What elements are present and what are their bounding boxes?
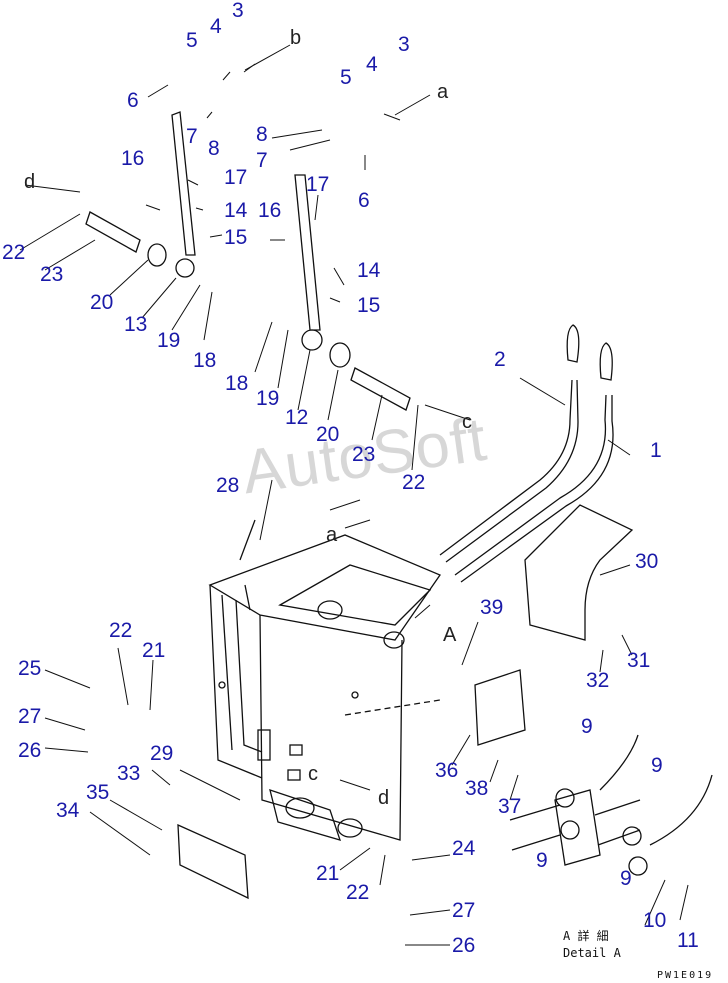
reference-letter-a: a [437, 81, 449, 103]
callout-25: 25 [18, 657, 42, 680]
callout-21: 21 [142, 639, 166, 662]
callout-18: 18 [193, 349, 217, 372]
reference-letter-b: b [290, 27, 302, 49]
callout-19: 19 [256, 387, 280, 410]
callout-4: 4 [210, 15, 222, 38]
callout-13: 13 [124, 313, 148, 336]
callout-6: 6 [127, 89, 139, 112]
callout-2: 2 [494, 348, 506, 371]
callout-6: 6 [358, 189, 370, 212]
callout-22: 22 [109, 619, 133, 642]
callout-17: 17 [306, 173, 330, 196]
drawing-code: PW1E019 [657, 970, 714, 981]
callout-34: 34 [56, 799, 80, 822]
callout-10: 10 [643, 909, 667, 932]
callout-5: 5 [340, 66, 352, 89]
reference-letter-d: d [24, 171, 36, 193]
callout-15: 15 [357, 294, 381, 317]
plate-36 [474, 669, 526, 746]
callout-23: 23 [40, 263, 64, 286]
callout-9: 9 [581, 715, 593, 738]
callout-30: 30 [635, 550, 659, 573]
callout-4: 4 [366, 53, 378, 76]
callout-12: 12 [285, 406, 309, 429]
callout-8: 8 [208, 137, 220, 160]
callout-9: 9 [536, 849, 548, 872]
callout-20: 20 [90, 291, 114, 314]
reference-letter-d: d [378, 787, 390, 809]
callout-22: 22 [2, 241, 26, 264]
callout-8: 8 [256, 123, 268, 146]
callout-7: 7 [256, 149, 268, 172]
callout-11: 11 [677, 929, 699, 952]
callout-24: 24 [452, 837, 476, 860]
detail-caption-en: Detail A [563, 946, 621, 960]
callout-1: 1 [650, 439, 662, 462]
callout-38: 38 [465, 777, 489, 800]
callout-31: 31 [627, 649, 651, 672]
callout-3: 3 [232, 0, 244, 22]
reference-letter-c: c [308, 763, 318, 785]
arm-12 [294, 174, 321, 331]
plate-33 [177, 823, 249, 900]
detail-a-valve [509, 734, 713, 876]
callout-14: 14 [224, 199, 248, 222]
callout-22: 22 [346, 881, 370, 904]
callout-14: 14 [357, 259, 381, 282]
callout-15: 15 [224, 226, 248, 249]
callout-21: 21 [316, 862, 340, 885]
callout-35: 35 [86, 781, 110, 804]
control-levers [439, 324, 614, 583]
callout-5: 5 [186, 29, 198, 52]
callout-19: 19 [157, 329, 181, 352]
callout-9: 9 [651, 754, 663, 777]
callout-37: 37 [498, 795, 522, 818]
cover-plate-30 [524, 504, 634, 641]
reference-letter-a: a [326, 524, 338, 546]
callout-29: 29 [150, 742, 174, 765]
callout-27: 27 [18, 705, 42, 728]
callout-32: 32 [586, 669, 610, 692]
callout-16: 16 [258, 199, 282, 222]
callout-16: 16 [121, 147, 145, 170]
callout-27: 27 [452, 899, 476, 922]
callout-9: 9 [620, 867, 632, 890]
callout-3: 3 [398, 33, 410, 56]
detail-caption-jp: A 詳 細 [563, 929, 609, 943]
callout-33: 33 [117, 762, 141, 785]
console-box [208, 519, 441, 841]
arm-13 [171, 111, 196, 256]
callout-26: 26 [18, 739, 42, 762]
callout-18: 18 [225, 372, 249, 395]
callout-22: 22 [402, 471, 426, 494]
reference-letter-A: A [443, 624, 457, 646]
leader-lines [19, 63, 689, 946]
callout-17: 17 [224, 166, 248, 189]
reference-letter-c: c [462, 411, 472, 433]
direction-arrows [24, 44, 471, 791]
callout-39: 39 [480, 596, 504, 619]
callout-7: 7 [186, 125, 198, 148]
callout-23: 23 [352, 443, 376, 466]
callout-20: 20 [316, 423, 340, 446]
callout-26: 26 [452, 934, 476, 957]
callout-36: 36 [435, 759, 459, 782]
callout-28: 28 [216, 474, 240, 497]
